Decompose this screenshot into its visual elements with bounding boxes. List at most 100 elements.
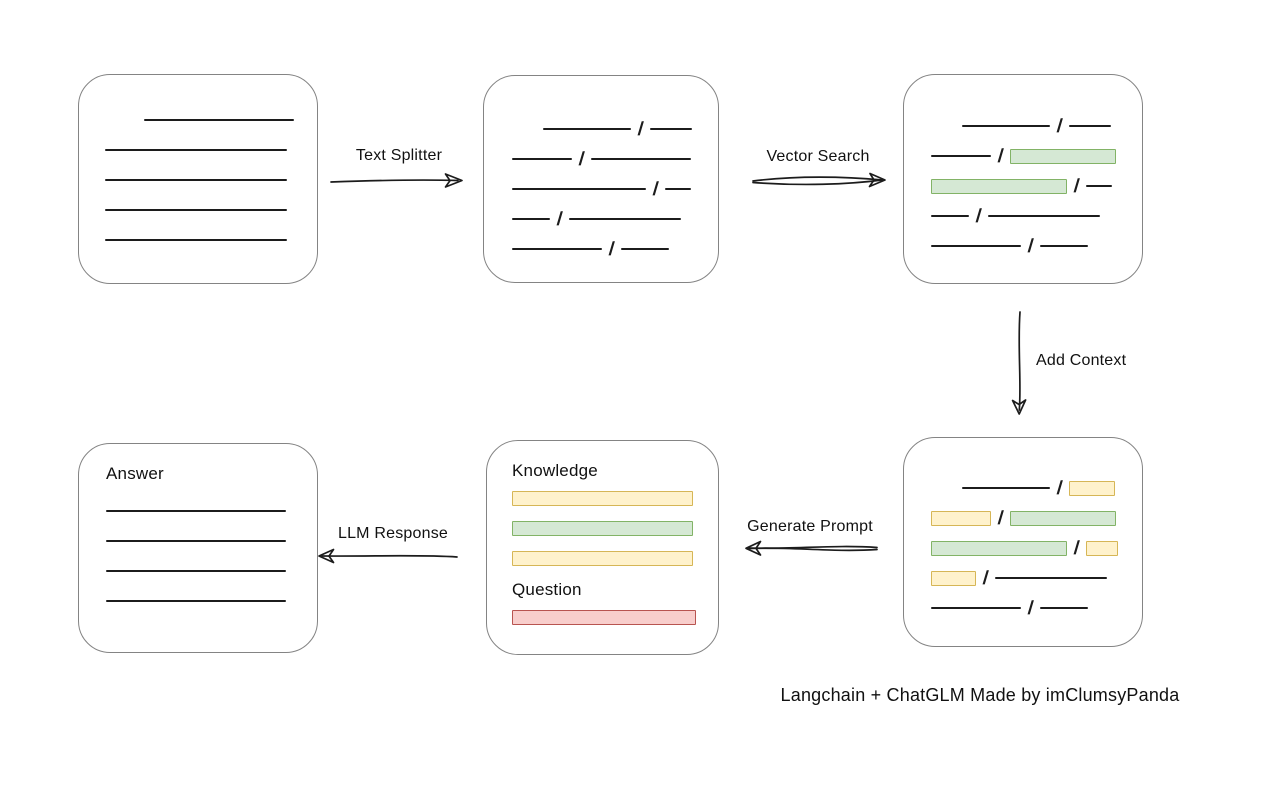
text-line (621, 248, 670, 250)
add-context-arrow (1011, 311, 1027, 415)
slash-separator: / (555, 208, 564, 230)
text-line (144, 119, 294, 121)
add-context-label: Add Context (1036, 352, 1127, 369)
text-row (105, 165, 317, 195)
answer-box: Answer (78, 443, 318, 653)
text-line (931, 245, 1021, 247)
text-row: / (931, 503, 1142, 533)
text-line (591, 158, 692, 160)
text-row: / (512, 234, 718, 264)
vector-search-results-box: / / / / / (903, 74, 1143, 284)
text-line (105, 149, 287, 151)
slash-separator: / (651, 178, 660, 200)
text-line (106, 600, 286, 602)
text-row (512, 483, 718, 513)
text-line (988, 215, 1101, 217)
yellow-highlight-chip (1086, 540, 1119, 556)
text-row (512, 543, 718, 573)
context-text-rows: ///// (931, 473, 1142, 623)
text-splitter-arrow (330, 173, 463, 188)
slash-separator: / (636, 118, 645, 140)
text-row (106, 556, 317, 586)
generate-prompt-label: Generate Prompt (747, 518, 873, 535)
slash-separator: / (1026, 235, 1035, 257)
text-row (105, 105, 317, 135)
slash-separator: / (1055, 115, 1064, 137)
text-line (1069, 125, 1112, 127)
text-row (105, 225, 317, 255)
text-line (1040, 245, 1089, 247)
text-row: / (512, 114, 718, 144)
knowledge-bars (512, 483, 718, 573)
text-row (512, 602, 718, 632)
vector-search-arrow (752, 172, 886, 188)
slash-separator: / (577, 148, 586, 170)
text-line (512, 248, 602, 250)
llm-response-arrow (318, 548, 458, 564)
llm-response-label: LLM Response (337, 525, 449, 542)
indent-space (105, 120, 137, 121)
text-line (512, 158, 572, 160)
green-highlight-chip (512, 520, 693, 536)
text-row (105, 195, 317, 225)
text-row: / (512, 144, 718, 174)
text-line (105, 209, 287, 211)
text-row (106, 496, 317, 526)
text-line (931, 607, 1021, 609)
yellow-highlight-chip (512, 490, 693, 506)
slash-separator: / (996, 145, 1005, 167)
text-line (106, 510, 286, 512)
text-line (512, 218, 550, 220)
text-row: / (931, 141, 1142, 171)
slash-separator: / (974, 205, 983, 227)
text-row (106, 526, 317, 556)
text-row: / (931, 563, 1142, 593)
text-row (105, 135, 317, 165)
red-highlight-chip (512, 609, 696, 625)
prompt-box: Knowledge Question (486, 440, 719, 655)
text-row: / (931, 171, 1142, 201)
text-row (512, 513, 718, 543)
slash-separator: / (1026, 597, 1035, 619)
text-row: / (512, 174, 718, 204)
green-highlight-chip (931, 540, 1067, 556)
answer-text-rows (106, 496, 317, 616)
yellow-highlight-chip (931, 570, 976, 586)
text-line (1040, 607, 1089, 609)
indent-space (931, 126, 955, 127)
yellow-highlight-chip (512, 550, 693, 566)
text-line (1086, 185, 1113, 187)
text-row: / (931, 231, 1142, 261)
text-line (931, 215, 969, 217)
text-row: / (931, 533, 1142, 563)
text-line (105, 179, 287, 181)
green-highlight-chip (1010, 148, 1117, 164)
text-line (569, 218, 682, 220)
knowledge-heading: Knowledge (512, 461, 598, 480)
text-row: / (931, 593, 1142, 623)
text-line (512, 188, 646, 190)
yellow-highlight-chip (931, 510, 991, 526)
indent-space (931, 488, 955, 489)
text-line (995, 577, 1108, 579)
question-heading: Question (512, 580, 582, 599)
search-text-rows: / / / / / (931, 111, 1142, 261)
source-document-box (78, 74, 318, 284)
text-row: / (931, 473, 1142, 503)
text-line (962, 125, 1050, 127)
text-line (931, 155, 991, 157)
text-line (106, 540, 286, 542)
slash-separator: / (981, 567, 990, 589)
green-highlight-chip (1010, 510, 1117, 526)
text-line (665, 188, 692, 190)
document-text-rows (105, 105, 317, 255)
text-line (962, 487, 1050, 489)
diagram-caption: Langchain + ChatGLM Made by imClumsyPand… (780, 685, 1180, 705)
context-chunks-box: ///// (903, 437, 1143, 647)
text-row: / (931, 201, 1142, 231)
text-splitter-label: Text Splitter (355, 147, 443, 164)
yellow-highlight-chip (1069, 480, 1116, 496)
text-line (105, 239, 287, 241)
text-row: / (512, 204, 718, 234)
